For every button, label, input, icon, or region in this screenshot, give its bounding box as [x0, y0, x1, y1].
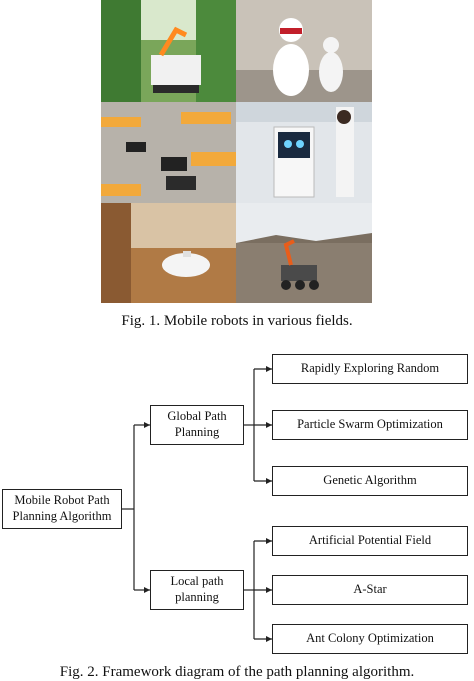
photo-reception-robot [236, 102, 372, 203]
photo-construction-robot [236, 203, 372, 303]
method-node-ga: Genetic Algorithm [272, 466, 468, 496]
method-node-astar: A-Star [272, 575, 468, 605]
local-planning-node: Local path planning [150, 570, 244, 610]
method-node-pso: Particle Swarm Optimization [272, 410, 468, 440]
method-node-aco: Ant Colony Optimization [272, 624, 468, 654]
root-node: Mobile Robot Path Planning Algorithm [2, 489, 122, 529]
photo-service-robots [236, 0, 372, 102]
method-node-rrt: Rapidly Exploring Random [272, 354, 468, 384]
method-node-apf: Artificial Potential Field [272, 526, 468, 556]
robot-photo-collage [101, 0, 372, 303]
global-planning-node: Global Path Planning [150, 405, 244, 445]
figure-1-caption: Fig. 1. Mobile robots in various fields. [121, 313, 353, 329]
photo-vacuum-robot [101, 203, 236, 303]
photo-greenhouse-robot [101, 0, 236, 102]
photo-warehouse-agv [101, 102, 236, 203]
figure-2-caption: Fig. 2. Framework diagram of the path pl… [59, 664, 415, 680]
